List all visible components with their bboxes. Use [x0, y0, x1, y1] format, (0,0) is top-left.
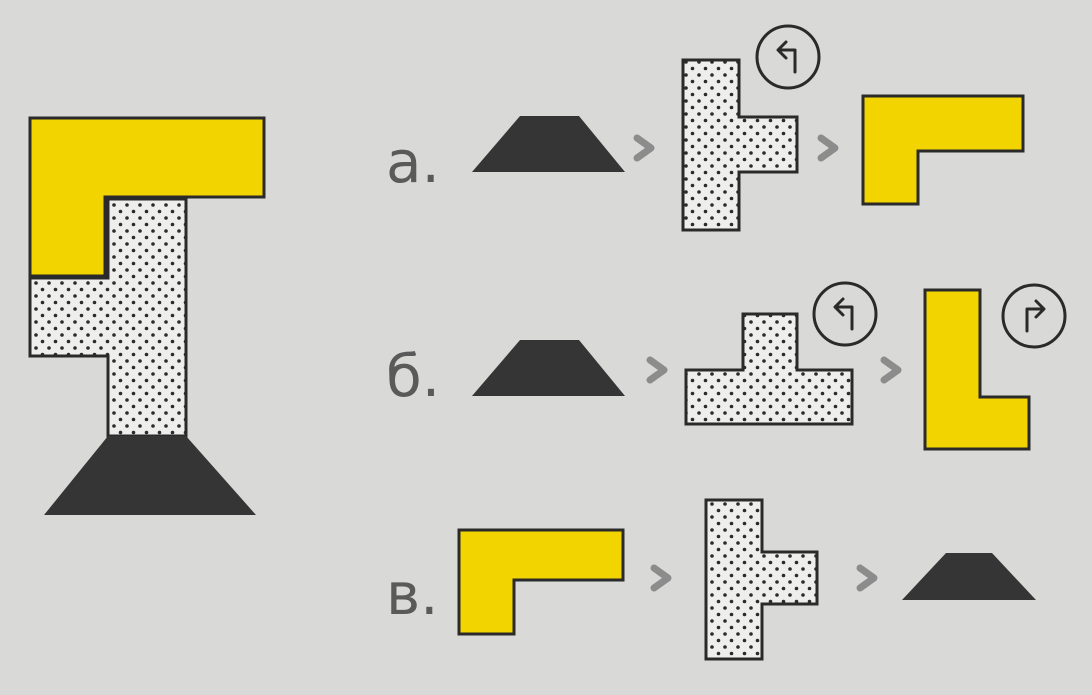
option-c-yellow-l-piece	[457, 528, 625, 636]
chevron-right-icon	[633, 134, 655, 162]
target-yellow-l-piece	[28, 116, 266, 278]
rotate-right-icon	[1001, 283, 1067, 349]
target-dotted-t-piece	[28, 197, 188, 438]
chevron-right-icon	[817, 134, 839, 162]
option-c-row[interactable]	[457, 498, 1036, 661]
option-a-label: а.	[386, 128, 440, 196]
rotate-left-icon	[755, 24, 821, 90]
chevron-right-icon	[650, 564, 672, 592]
option-c-dark-trapezoid-piece	[902, 553, 1036, 600]
option-a-dark-trapezoid-piece	[472, 116, 625, 172]
target-dark-trapezoid-piece	[44, 436, 256, 515]
chevron-right-icon	[856, 564, 878, 592]
option-b-dark-trapezoid-piece	[472, 340, 625, 396]
target-figure	[28, 116, 266, 515]
rotate-left-icon	[812, 281, 878, 347]
option-a-dotted-t-piece	[681, 58, 799, 232]
option-b-yellow-l-piece	[923, 288, 1031, 451]
chevron-right-icon	[646, 356, 668, 384]
option-b-label: б.	[386, 342, 441, 410]
option-b-dotted-t-piece	[684, 312, 854, 426]
option-c-label: в.	[386, 560, 439, 628]
option-b-row[interactable]	[472, 281, 1067, 451]
option-a-row[interactable]	[472, 24, 1025, 232]
chevron-right-icon	[880, 356, 902, 384]
option-c-dotted-t-piece	[704, 498, 819, 661]
option-a-yellow-l-piece	[861, 94, 1025, 206]
